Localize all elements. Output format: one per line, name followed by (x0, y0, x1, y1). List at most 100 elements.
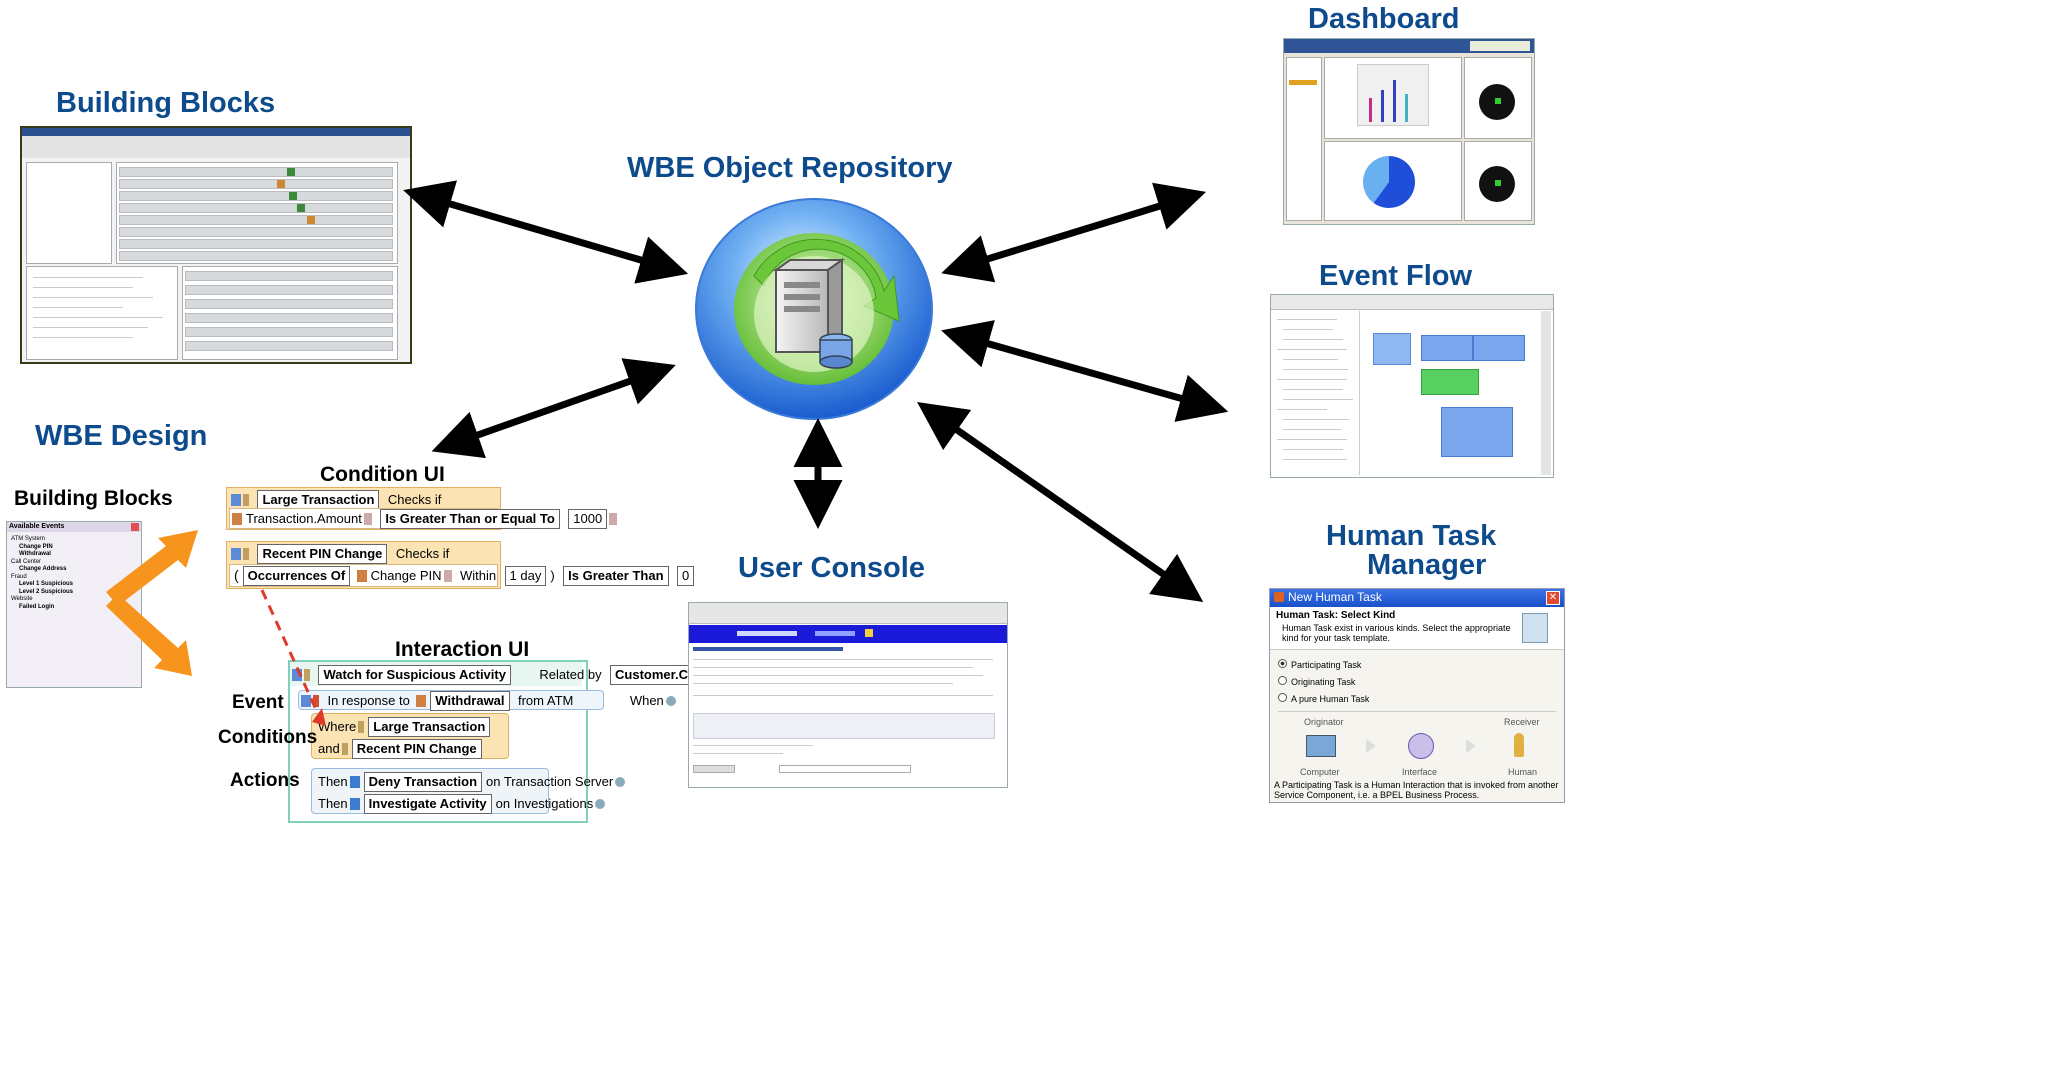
close-icon[interactable] (131, 523, 139, 531)
edit-icon[interactable] (609, 512, 618, 525)
field-icon (232, 512, 242, 525)
condition-name[interactable]: Recent PIN Change (257, 544, 388, 564)
receiver-label: Receiver (1504, 717, 1540, 727)
list-item[interactable]: Failed Login (19, 603, 55, 610)
and-label: and (318, 741, 340, 756)
flow-arrow-icon (1466, 739, 1476, 753)
property-pane (182, 266, 398, 360)
event-icon (301, 694, 311, 707)
value[interactable]: 0 (676, 566, 695, 586)
from-label: from ATM (517, 693, 574, 708)
option-participating[interactable]: Participating Task (1278, 659, 1361, 670)
interaction-icon (292, 668, 302, 681)
filter-icon (304, 668, 310, 681)
toolbar (22, 136, 410, 158)
flow-node (1473, 335, 1525, 361)
list-item[interactable]: Withdrawal (19, 551, 51, 557)
event-icon (356, 569, 367, 582)
event-flow-screenshot (1270, 294, 1554, 478)
list-item[interactable]: Change Address (19, 566, 67, 572)
action-icon (349, 775, 360, 788)
interaction-header: Watch for Suspicious Activity Related by… (290, 662, 761, 686)
clipboard-icon (1522, 613, 1548, 643)
design-building-blocks-label: Building Blocks (14, 487, 173, 510)
computer-icon (1306, 735, 1336, 757)
list-item[interactable]: Call Center (11, 558, 42, 565)
filter-icon (243, 547, 249, 560)
then-label: Then (318, 774, 348, 789)
wbe-design-heading: WBE Design (35, 420, 208, 452)
task-icon (1274, 592, 1284, 602)
logo (1470, 41, 1530, 51)
user-console-heading: User Console (738, 552, 925, 584)
function[interactable]: Occurrences Of (242, 566, 351, 586)
repository-icon (694, 196, 934, 422)
task-description: A Participating Task is a Human Interact… (1274, 780, 1559, 800)
list-item[interactable]: Fraud (11, 573, 27, 580)
list-item[interactable]: Change PIN (19, 543, 53, 550)
arrow-human-task (917, 401, 1204, 603)
event-icon (416, 694, 427, 707)
originator-label: Originator (1304, 717, 1344, 727)
interface-icon (1408, 733, 1434, 759)
condition-ref[interactable]: Large Transaction (368, 717, 491, 737)
action-name[interactable]: Investigate Activity (363, 794, 492, 814)
option-originating[interactable]: Originating Task (1278, 676, 1355, 687)
tree-pane (26, 266, 178, 360)
action-icon (349, 797, 360, 810)
list-item[interactable]: Level 2 Suspicious (19, 588, 74, 595)
computer-label: Computer (1300, 767, 1340, 777)
arrow-event-flow (941, 320, 1229, 422)
arrow-building-blocks (403, 180, 689, 284)
within-label: Within (459, 568, 497, 583)
event-row-label: Event (232, 692, 284, 713)
nav-pane (1286, 57, 1322, 221)
in-response-label: In response to (327, 693, 410, 708)
clock-icon[interactable] (615, 776, 626, 787)
actions-row-label: Actions (230, 770, 300, 791)
console-header (689, 625, 1007, 643)
action-name[interactable]: Deny Transaction (363, 772, 483, 792)
dashboard-heading: Dashboard (1308, 3, 1460, 35)
edit-icon[interactable] (443, 569, 452, 582)
clock-icon[interactable] (665, 695, 676, 706)
human-task-window: New Human Task ✕ Human Task: Select Kind… (1269, 588, 1565, 803)
checks-if-label: Checks if (395, 546, 450, 561)
right-pane (116, 162, 398, 264)
period[interactable]: 1 day (504, 566, 547, 586)
flow-node (1441, 407, 1513, 457)
event-label[interactable]: Change PIN (370, 568, 442, 583)
dashed-connector-arrowhead (312, 708, 326, 726)
condition-ref[interactable]: Recent PIN Change (351, 739, 482, 759)
scrollbar[interactable] (1541, 311, 1551, 475)
list-item[interactable]: Website (11, 596, 33, 602)
operator[interactable]: Is Greater Than or Equal To (380, 509, 560, 529)
close-icon[interactable]: ✕ (1546, 591, 1560, 605)
window-title: New Human Task (1288, 590, 1382, 604)
field-label[interactable]: Transaction.Amount (246, 511, 362, 526)
pie-chart-panel (1324, 141, 1462, 221)
radar-panel-2 (1464, 141, 1532, 221)
flow-node (1373, 333, 1411, 365)
tree-pane (1273, 311, 1360, 475)
interaction-name[interactable]: Watch for Suspicious Activity (318, 665, 511, 685)
trigger-icon (313, 694, 319, 707)
clock-icon[interactable] (595, 798, 606, 809)
related-by-label: Related by (539, 667, 602, 682)
conditions-row-label: Conditions (218, 727, 318, 748)
operator[interactable]: Is Greater Than (563, 566, 669, 586)
condition-large-transaction: Large Transaction Checks if Transaction.… (226, 487, 618, 530)
option-pure-human[interactable]: A pure Human Task (1278, 693, 1369, 704)
edit-icon[interactable] (363, 512, 372, 525)
select-kind-title: Human Task: Select Kind (1276, 610, 1396, 621)
event-name[interactable]: Withdrawal (430, 691, 510, 711)
bar-chart-panel (1324, 57, 1462, 139)
repository-heading: WBE Object Repository (627, 152, 953, 184)
value[interactable]: 1000 (568, 509, 608, 529)
title-bar: New Human Task ✕ (1270, 589, 1564, 607)
list-item[interactable]: ATM System (11, 536, 45, 542)
list-item[interactable]: Level 1 Suspicious (19, 581, 74, 587)
event-tree: ATM System Change PIN Withdrawal Call Ce… (11, 536, 73, 611)
